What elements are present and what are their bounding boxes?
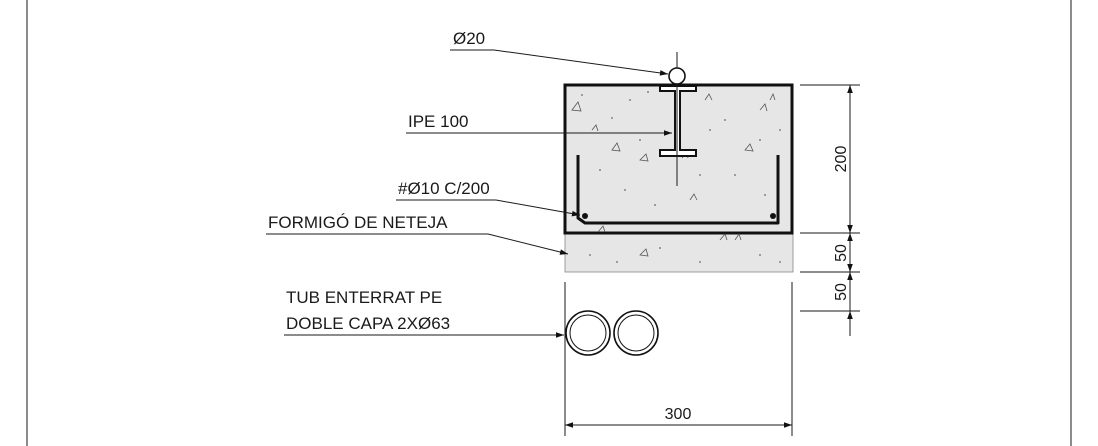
leader-bar (493, 49, 669, 76)
dim-text-50-lower: 50 (833, 283, 850, 301)
label-beam: IPE 100 (408, 112, 469, 131)
dim-text-50-upper: 50 (833, 244, 850, 262)
label-pipe-line2: DOBLE CAPA 2XØ63 (286, 314, 450, 333)
dim-text-200: 200 (833, 146, 850, 173)
aggregate-texture (571, 92, 776, 257)
leader-blinding (487, 233, 569, 255)
dim-text-300: 300 (665, 406, 692, 423)
dimension-extensions (800, 84, 860, 312)
rebar-bottom-right (770, 213, 776, 219)
label-mesh: #Ø10 C/200 (398, 179, 490, 198)
label-bar-diameter: Ø20 (453, 29, 485, 48)
label-pipe-line1: TUB ENTERRAT PE (286, 288, 442, 307)
rebar-bottom-left (582, 213, 588, 219)
bar-circle (668, 67, 686, 85)
ipe-beam (659, 85, 697, 157)
aggregate-dots (581, 91, 781, 263)
label-blinding: FORMIGÓ DE NETEJA (268, 213, 448, 232)
blinding-layer (564, 232, 794, 273)
leader-mesh (495, 199, 581, 217)
mesh-rebar (576, 155, 780, 225)
pipes (565, 310, 659, 356)
